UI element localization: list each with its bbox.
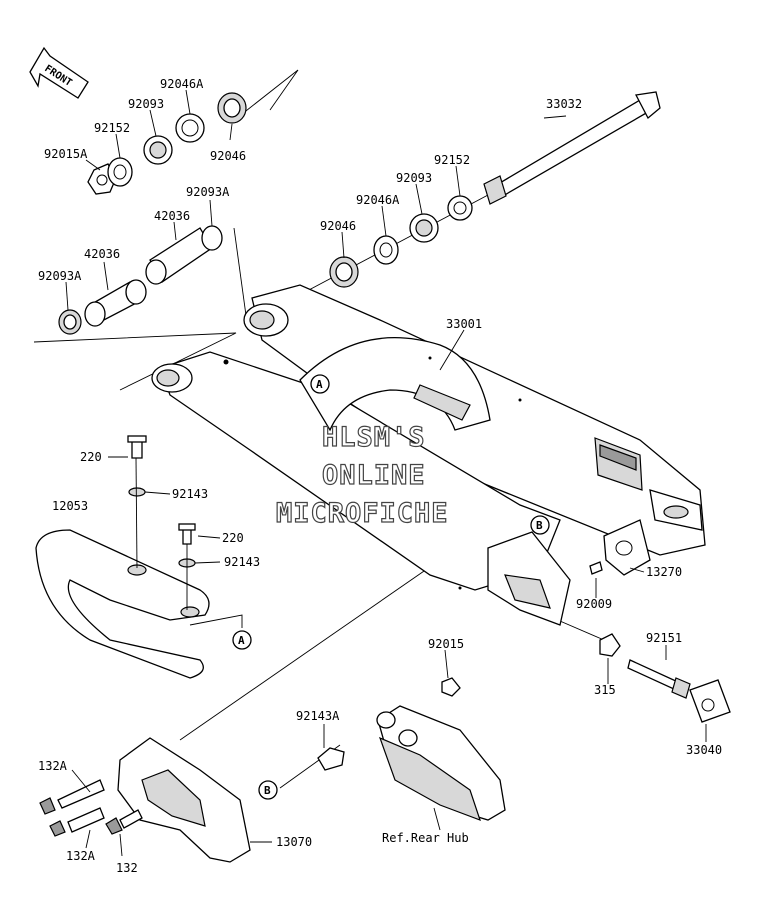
label-220-mid: 220: [222, 531, 244, 545]
label-12053: 12053: [52, 499, 88, 513]
watermark-line-1: HLSM'S: [322, 422, 426, 453]
callout-b-label: B: [264, 784, 271, 797]
label-92046a-right: 92046A: [356, 193, 400, 207]
callout-a-top: A: [310, 374, 330, 394]
callout-b-label: B: [536, 519, 543, 532]
label-92143a: 92143A: [296, 709, 340, 723]
label-92143-mid: 92143: [224, 555, 260, 569]
label-42036-left: 42036: [84, 247, 120, 261]
part-labels: 33032 92046A 92093 92152 92015A 92046 92…: [38, 77, 722, 875]
label-315: 315: [594, 683, 616, 697]
label-132a-bottom: 132A: [66, 849, 96, 863]
pivot-hardware-left: [58, 225, 223, 335]
label-33040: 33040: [686, 743, 722, 757]
callout-b-top: B: [530, 515, 550, 535]
label-92015a: 92015A: [44, 147, 88, 161]
label-92046-top: 92046: [210, 149, 246, 163]
callout-a-bottom: A: [232, 630, 252, 650]
watermark-line-2: ONLINE: [322, 460, 426, 491]
label-92046a-top: 92046A: [160, 77, 204, 91]
label-92015: 92015: [428, 637, 464, 651]
label-13070: 13070: [276, 835, 312, 849]
label-92143-top: 92143: [172, 487, 208, 501]
label-92151: 92151: [646, 631, 682, 645]
pivot-shaft: [483, 91, 661, 205]
label-92152-top: 92152: [94, 121, 130, 135]
label-220-top: 220: [80, 450, 102, 464]
chain-guide: [39, 737, 251, 863]
label-92046-right: 92046: [320, 219, 356, 233]
label-13270: 13270: [646, 565, 682, 579]
label-132: 132: [116, 861, 138, 875]
pivot-hardware-right: [329, 195, 473, 288]
chain-slider: [35, 435, 210, 679]
leader-lines: [65, 89, 707, 857]
label-92009: 92009: [576, 597, 612, 611]
watermark-line-3: MICROFICHE: [276, 498, 449, 529]
label-132a-top: 132A: [38, 759, 68, 773]
swing-arm: [151, 284, 706, 626]
callout-a-label: A: [238, 634, 245, 647]
label-92093-top: 92093: [128, 97, 164, 111]
label-92152-right: 92152: [434, 153, 470, 167]
front-arrow-icon: FRONT: [29, 46, 89, 99]
watermark: HLSM'S ONLINE MICROFICHE: [275, 421, 449, 529]
pivot-hardware-top: [87, 92, 247, 195]
label-33001: 33001: [446, 317, 482, 331]
axle-hardware: [589, 519, 731, 723]
label-92093a-left: 92093A: [38, 269, 82, 283]
callout-a-label: A: [316, 378, 323, 391]
label-ref-rear-hub: Ref.Rear Hub: [382, 831, 469, 845]
label-33032: 33032: [546, 97, 582, 111]
chain-guide-lower: [317, 677, 506, 822]
callout-b-bottom: B: [258, 780, 278, 800]
label-92093a-top: 92093A: [186, 185, 230, 199]
label-42036-top: 42036: [154, 209, 190, 223]
label-92093-right: 92093: [396, 171, 432, 185]
